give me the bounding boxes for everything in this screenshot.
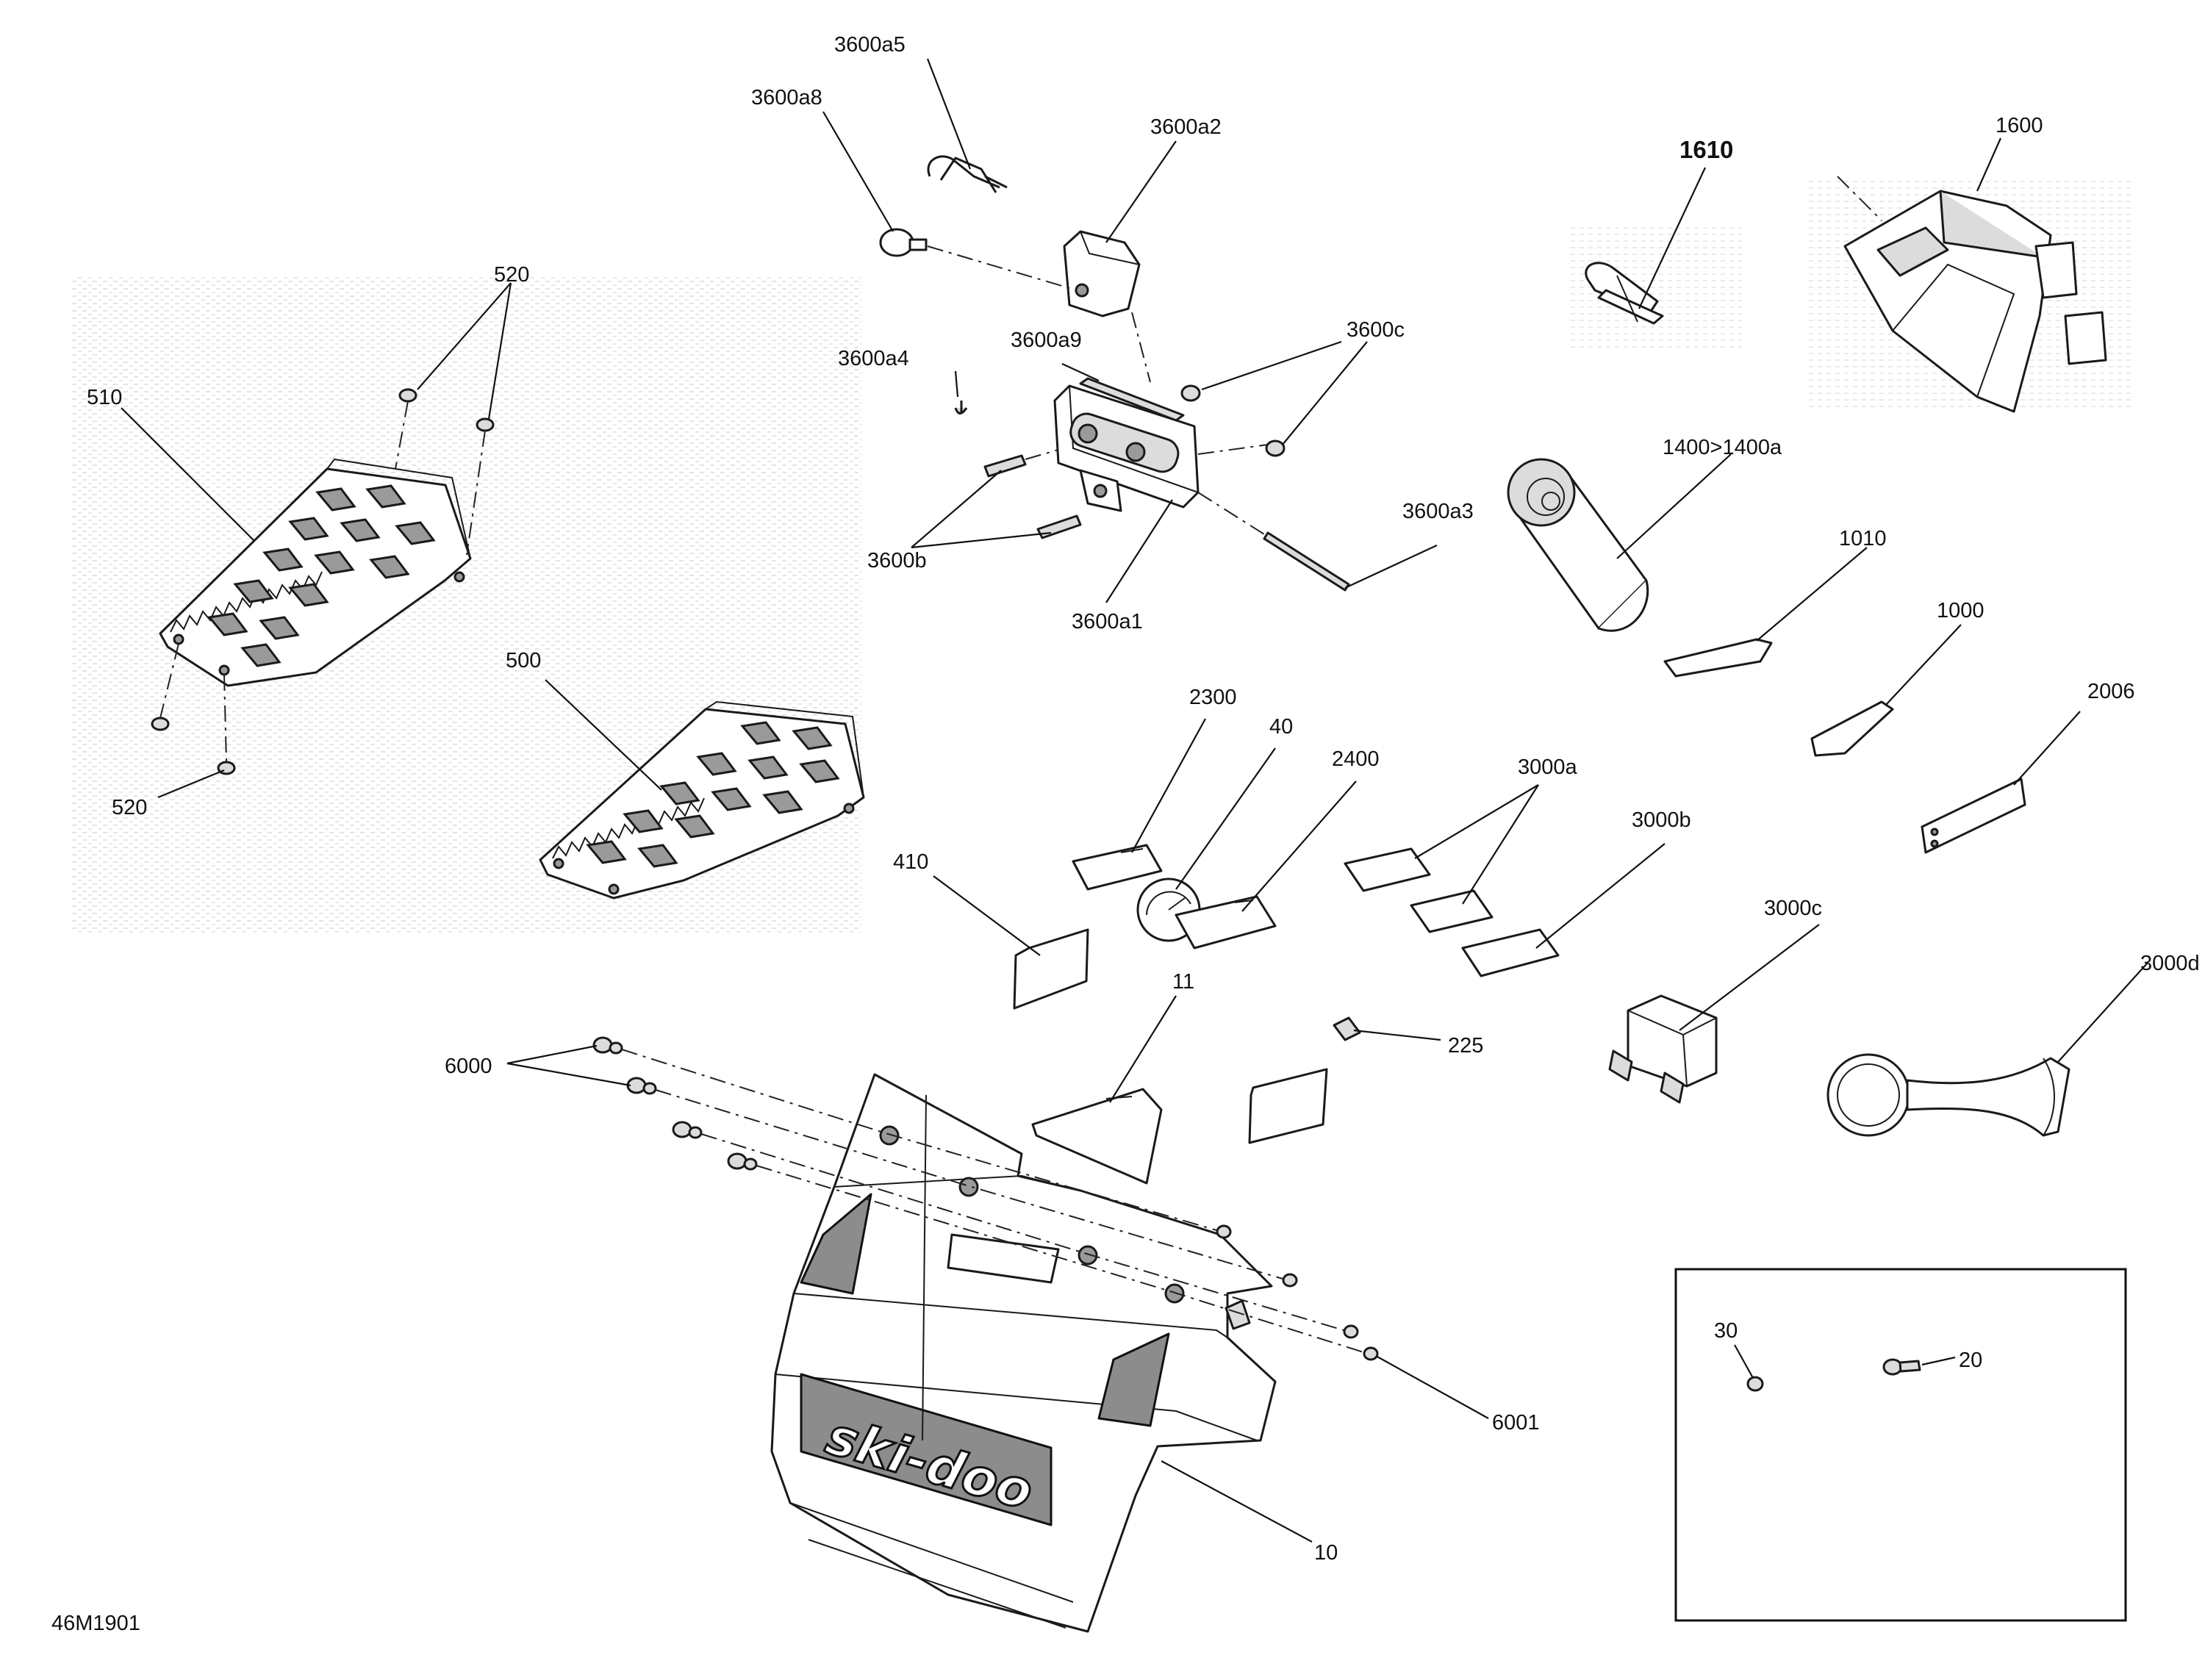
hitch-pin-3600a8	[879, 228, 928, 257]
callout-10: 10	[1314, 1541, 1338, 1565]
callout-2400: 2400	[1332, 747, 1380, 771]
callout-6000: 6000	[445, 1055, 492, 1078]
clip-225	[1333, 1016, 1361, 1041]
callout-3600a9: 3600a9	[1011, 329, 1082, 352]
callout-3000c: 3000c	[1764, 897, 1822, 920]
callout-1610: 1610	[1679, 136, 1733, 163]
callout-410: 410	[893, 850, 928, 874]
callout-3000b: 3000b	[1632, 808, 1691, 832]
axis-520-c	[159, 643, 179, 719]
callout-3000d: 3000d	[2140, 952, 2200, 975]
running-board-500	[539, 700, 865, 900]
washer-30	[1746, 1376, 1764, 1392]
axis-520-d	[223, 674, 227, 763]
callout-30: 30	[1714, 1319, 1738, 1343]
axis-6000-d	[756, 1165, 1364, 1353]
callout-520-top: 520	[494, 263, 529, 287]
axis-520-b	[466, 430, 486, 556]
axis-6000-c	[700, 1133, 1344, 1331]
axis-3600a3	[1197, 492, 1265, 535]
callout-3000a: 3000a	[1518, 755, 1578, 779]
callout-11: 11	[1172, 970, 1194, 994]
axis-520-a	[395, 401, 409, 470]
callout-510: 510	[87, 386, 122, 409]
bolt-3600b-a	[983, 454, 1027, 478]
decal-2300	[1072, 844, 1163, 891]
callout-2006: 2006	[2087, 680, 2135, 703]
decal-11	[1031, 1088, 1163, 1185]
nut-3600c-b	[1265, 439, 1286, 457]
nut-6001-set	[1216, 1224, 1379, 1361]
decal-3000a-2	[1410, 889, 1494, 933]
decal-2400	[1175, 895, 1277, 950]
callout-3600a4: 3600a4	[838, 347, 909, 370]
long-pin-3600a3	[1263, 531, 1350, 592]
decal-410	[1013, 928, 1089, 1010]
callout-3600b: 3600b	[867, 549, 927, 572]
callout-40: 40	[1269, 715, 1293, 739]
hitch-bracket-3600a1	[1053, 384, 1200, 512]
axis-6000-b	[655, 1089, 1283, 1279]
hardware-inset-box	[1674, 1268, 2127, 1622]
axis-3600b	[1025, 449, 1059, 460]
callout-225: 225	[1448, 1034, 1483, 1058]
screw-6000-set	[592, 1036, 758, 1171]
decal-1000	[1810, 700, 1894, 757]
callout-2300: 2300	[1189, 686, 1237, 709]
axis-3600c	[1197, 444, 1269, 455]
axis-6000-a	[621, 1049, 1217, 1231]
callout-6001: 6001	[1492, 1411, 1540, 1435]
callout-3600a2: 3600a2	[1150, 115, 1222, 139]
axis-3600a2	[1131, 312, 1151, 383]
decal-1010	[1663, 638, 1773, 678]
callout-3600a3: 3600a3	[1402, 500, 1474, 523]
tag-2006	[1921, 778, 2026, 854]
callout-1400: 1400>1400a	[1663, 436, 1782, 459]
callout-3600a5: 3600a5	[834, 33, 906, 57]
callout-20: 20	[1959, 1349, 1982, 1372]
axis-3600a8	[927, 245, 1070, 289]
callout-3600a8: 3600a8	[751, 86, 822, 110]
callout-3600c: 3600c	[1347, 318, 1405, 342]
windshield-10: ski-doo	[770, 1073, 1277, 1633]
callout-1000: 1000	[1937, 599, 1984, 622]
decal-3000b	[1461, 928, 1560, 977]
nut-3600c-a	[1180, 384, 1201, 402]
strap-1610	[1585, 262, 1664, 325]
callout-520-bottom: 520	[112, 796, 147, 819]
callout-3600a1: 3600a1	[1072, 610, 1143, 633]
bolt-3600b-b	[1036, 514, 1082, 539]
hitch-cover-3600a2	[1063, 230, 1141, 317]
decal-unlabeled	[1248, 1068, 1328, 1144]
callout-500: 500	[506, 649, 541, 672]
diagram-id: 46M1901	[51, 1612, 140, 1635]
hook-3600a4	[954, 401, 968, 414]
roll-1400	[1507, 458, 1649, 632]
bag-1600	[1837, 176, 2107, 413]
callout-1600: 1600	[1996, 114, 2043, 137]
screw-20	[1882, 1358, 1921, 1376]
callout-1010: 1010	[1839, 527, 1887, 550]
leader-lines	[121, 58, 2148, 1543]
mount-3000c	[1608, 994, 1718, 1104]
running-board-510	[159, 458, 472, 687]
mirror-3000d	[1826, 1053, 2070, 1137]
decal-3000a-1	[1344, 847, 1431, 892]
